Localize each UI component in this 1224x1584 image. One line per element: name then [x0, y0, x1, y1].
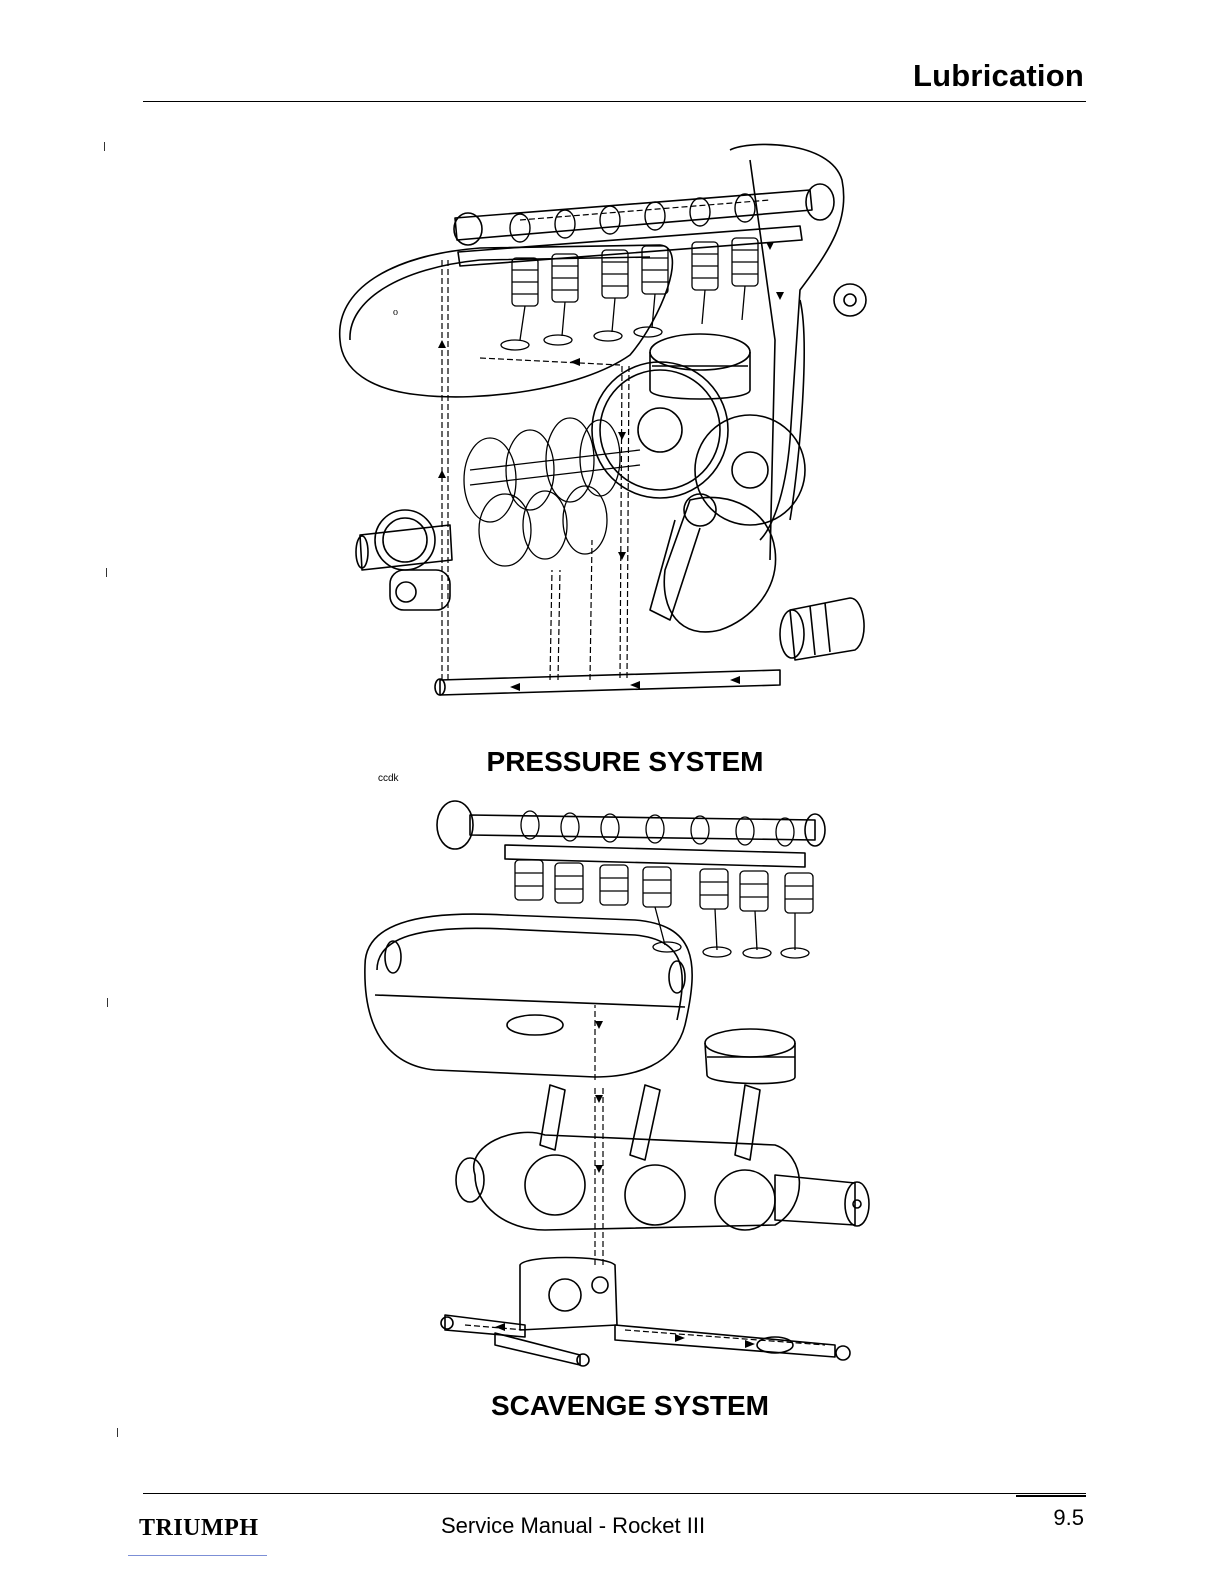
svg-text:o: o — [393, 307, 398, 318]
scavenge-system-caption: SCAVENGE SYSTEM — [435, 1390, 825, 1422]
margin-mark — [107, 998, 108, 1007]
scavenge-system-illustration — [355, 785, 885, 1370]
footer-rule-accent — [1016, 1495, 1086, 1497]
page-number: 9.5 — [1053, 1505, 1084, 1531]
margin-mark — [106, 568, 107, 577]
footer-rule — [143, 1493, 1086, 1494]
triumph-logo: TRIUMPH — [139, 1515, 259, 1542]
figure-reference-code: ccdk — [378, 773, 399, 784]
margin-mark — [117, 1428, 118, 1437]
manual-title: Service Manual - Rocket III — [441, 1513, 705, 1539]
pressure-system-caption: PRESSURE SYSTEM — [430, 746, 820, 778]
logo-underline — [128, 1555, 267, 1556]
pressure-system-illustration: o — [330, 140, 875, 705]
header-rule — [143, 101, 1086, 102]
margin-mark — [104, 142, 105, 151]
section-title: Lubrication — [913, 58, 1084, 94]
